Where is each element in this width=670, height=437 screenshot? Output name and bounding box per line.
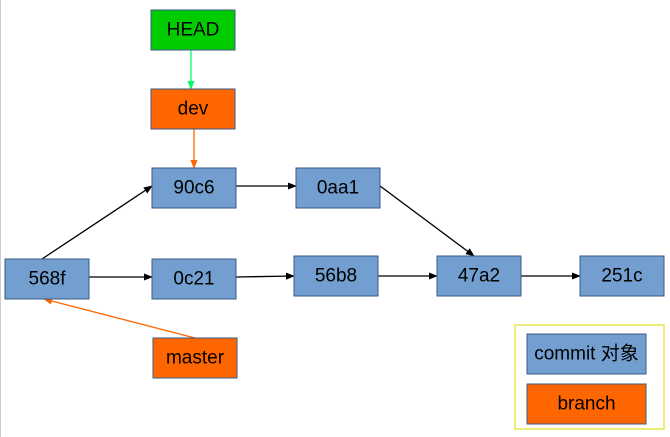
node-label-head: HEAD [167,20,220,41]
nodes: HEAD dev 90c6 0aa1 568f 0c21 56b8 47a2 251c maste… [4,9,665,379]
legend-swatch-commit [526,333,647,375]
node-c0aa1: 0aa1 [295,167,381,209]
legend-border [514,324,665,430]
node-c47a2: 47a2 [436,255,522,297]
node-box-dev [150,88,236,130]
node-label-c90c6: 90c6 [173,178,214,199]
node-label-master: master [166,348,225,369]
node-head: HEAD [150,9,236,51]
edges [41,50,581,339]
legend-label-commit: commit 对象 [534,343,639,365]
edge-c0aa1-to-c47a2 [379,185,475,257]
node-box-c47a2 [436,255,522,297]
node-label-c568f: 568f [29,269,67,290]
legend-item-commit: commit 对象 [526,333,647,375]
node-dev: dev [150,88,236,130]
node-box-c251c [579,255,665,297]
node-c251c: 251c [579,255,665,297]
node-label-c56b8: 56b8 [315,266,357,287]
node-c568f: 568f [4,258,90,300]
edge-c568f-to-c90c6 [41,185,153,260]
node-label-c251c: 251c [601,266,642,287]
node-box-c0aa1 [295,167,381,209]
node-label-c0aa1: 0aa1 [317,178,359,199]
node-label-c0c21: 0c21 [173,269,214,290]
node-c90c6: 90c6 [151,167,237,209]
node-c0c21: 0c21 [151,258,237,300]
node-label-dev: dev [178,99,209,120]
node-box-master [152,337,238,379]
node-box-c568f [4,258,90,300]
edge-c0c21-to-c56b8 [235,272,295,280]
node-box-c90c6 [151,167,237,209]
legend-item-branch: branch [526,383,647,425]
node-box-head [150,9,236,51]
edge-master-to-c568f [43,297,196,339]
legend-swatch-branch [526,383,647,425]
node-box-c0c21 [151,258,237,300]
node-box-c56b8 [293,255,379,297]
legend: commit 对象 branch [514,324,665,430]
node-master: master [152,337,238,379]
legend-label-branch: branch [557,394,615,415]
node-c56b8: 56b8 [293,255,379,297]
node-label-c47a2: 47a2 [458,266,500,287]
